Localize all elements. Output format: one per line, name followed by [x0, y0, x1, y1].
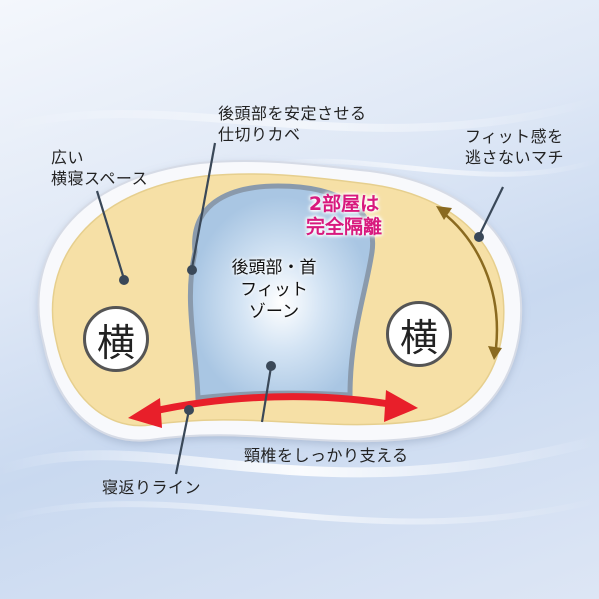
roll-line-arrow [128, 390, 418, 428]
side-right-badge: 横 [386, 301, 452, 367]
center-zone [187, 183, 376, 401]
gusset-arrow [436, 206, 502, 360]
label-gusset: フィット感を 逃さないマチ [465, 127, 565, 167]
pointer-dots [119, 232, 484, 415]
label-fit-zone: 後頭部・首 フィット ゾーン [231, 258, 317, 322]
label-neck-support: 頸椎をしっかり支える [244, 446, 409, 465]
label-side-space: 広い 横寝スペース [51, 148, 149, 188]
label-roll-line: 寝返りライン [102, 478, 202, 497]
side-left-badge: 横 [83, 306, 149, 372]
label-separated-rooms: 2部屋は 完全隔離 [306, 193, 383, 238]
label-divider-wall: 後頭部を安定させる 仕切りカベ [218, 104, 367, 144]
pointer-lines [95, 142, 504, 475]
